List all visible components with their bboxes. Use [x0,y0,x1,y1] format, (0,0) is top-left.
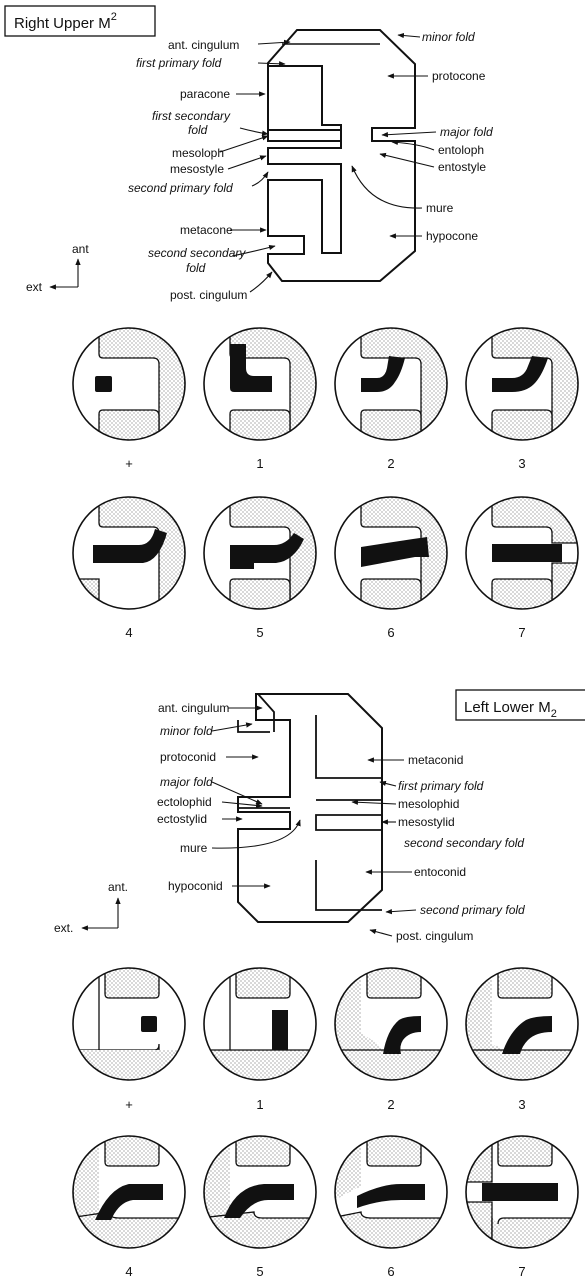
lower-stage-series: + 1 2 3 [72,967,579,1279]
upper-stage-plus [72,327,186,441]
label-metacone: metacone [180,223,233,237]
svg-text:ant: ant [72,242,89,256]
upper-title-box [4,5,156,37]
label-paracone: paracone [180,87,230,101]
lower-orientation-indicator: ant. ext. [54,880,128,935]
lower-stage-3 [465,967,579,1081]
svg-text:ext: ext [26,280,43,294]
label-ectolophid: ectolophid [157,795,212,809]
lower-title-box [455,689,585,721]
label-lower-second-primary-fold: second primary fold [420,903,525,917]
label-protocone: protocone [432,69,486,83]
upper-title: Right Upper M2 [14,11,117,32]
label-entostyle: entostyle [438,160,486,174]
svg-text:2: 2 [387,1097,394,1112]
svg-text:4: 4 [125,625,132,640]
label-mure: mure [426,201,454,215]
lower-label-arrows [211,705,417,937]
svg-text:6: 6 [387,1264,394,1279]
upper-molar-outline [267,29,416,282]
label-protoconid: protoconid [160,750,216,764]
label-mesostyle: mesostyle [170,162,224,176]
lower-title: Left Lower M2 [464,699,557,720]
label-lower-post-cingulum: post. cingulum [396,929,473,943]
upper-molar-section: Right Upper M2 ant. cingulum first prima… [4,5,493,302]
lower-stage-7 [465,1135,579,1249]
lower-stage-5 [203,1135,317,1249]
svg-text:5: 5 [256,1264,263,1279]
svg-text:2: 2 [387,456,394,471]
svg-text:+: + [125,1097,133,1112]
label-minor-fold: minor fold [422,30,475,44]
svg-text:+: + [125,456,133,471]
svg-text:1: 1 [256,1097,263,1112]
label-first-primary-fold: first primary fold [136,56,222,70]
lower-stage-4 [72,1135,186,1249]
upper-stage-2 [334,327,448,441]
label-first-secondary-fold: first secondary [152,109,231,123]
label-lower-first-primary-fold: first primary fold [398,779,484,793]
svg-text:6: 6 [387,625,394,640]
upper-stage-7 [465,496,579,610]
lower-stage-6 [334,1135,448,1249]
label-mesoloph: mesoloph [172,146,224,160]
svg-text:4: 4 [125,1264,132,1279]
svg-text:fold: fold [188,123,208,137]
label-lower-minor-fold: minor fold [160,724,213,738]
lower-molar-section: Left Lower M2 ant. cingulum minor fold p… [54,689,585,943]
svg-text:1: 1 [256,456,263,471]
upper-stage-4 [72,496,186,610]
label-lower-ant-cingulum: ant. cingulum [158,701,229,715]
lower-stage-plus [72,967,186,1081]
label-ant-cingulum: ant. cingulum [168,38,239,52]
label-lower-major-fold: major fold [160,775,213,789]
label-second-primary-fold: second primary fold [128,181,233,195]
svg-text:ext.: ext. [54,921,73,935]
label-metaconid: metaconid [408,753,463,767]
label-mesostylid: mesostylid [398,815,455,829]
svg-text:5: 5 [256,625,263,640]
lower-stage-2 [334,967,448,1081]
svg-text:7: 7 [518,625,525,640]
upper-orientation-indicator: ant ext [26,242,89,294]
svg-text:3: 3 [518,1097,525,1112]
svg-text:3: 3 [518,456,525,471]
label-hypocone: hypocone [426,229,478,243]
svg-text:ant.: ant. [108,880,128,894]
label-entoloph: entoloph [438,143,484,157]
upper-stage-1 [203,327,317,441]
lower-stage-1 [203,967,317,1081]
lower-molar-outline [237,693,383,923]
label-major-fold: major fold [440,125,493,139]
upper-stage-3 [465,327,579,441]
label-lower-mure: mure [180,841,208,855]
label-ectostylid: ectostylid [157,812,207,826]
label-hypoconid: hypoconid [168,879,223,893]
upper-stage-6 [334,496,448,610]
lower-molar-inner-folds [237,715,382,911]
label-mesolophid: mesolophid [398,797,459,811]
label-second-secondary-fold: second secondary [148,246,246,260]
upper-stage-series: + 1 2 3 [72,327,579,640]
upper-label-arrows [219,32,437,293]
svg-text:7: 7 [518,1264,525,1279]
upper-stage-5 [203,496,317,610]
svg-text:fold: fold [186,261,206,275]
label-lower-second-secondary-fold: second secondary fold [404,836,524,850]
label-entoconid: entoconid [414,865,466,879]
label-post-cingulum: post. cingulum [170,288,247,302]
